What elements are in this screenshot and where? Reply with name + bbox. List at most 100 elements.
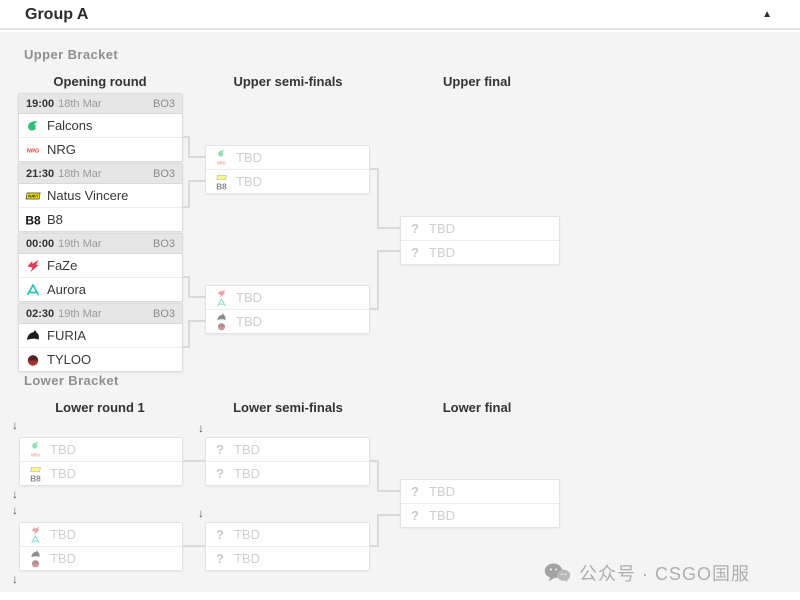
match-card-lower-final: ? TBD ? TBD bbox=[400, 479, 560, 528]
team-name: NRG bbox=[47, 142, 76, 157]
slot-label: TBD bbox=[50, 551, 76, 566]
tbd-slot: TBD bbox=[20, 523, 182, 547]
slot-label: TBD bbox=[234, 466, 260, 481]
collapse-caret-icon[interactable]: ▲ bbox=[762, 9, 772, 20]
match-header: 21:30 18th Mar BO3 bbox=[19, 164, 182, 184]
match-card-opening-1[interactable]: 19:00 18th Mar BO3 Falcons NRG NRG bbox=[18, 93, 183, 162]
tbd-slot: TBD bbox=[206, 310, 369, 333]
faze-icon bbox=[30, 525, 41, 536]
unknown-team-icon: ? bbox=[411, 245, 419, 260]
tbd-slot: B8 TBD bbox=[206, 170, 369, 193]
loser-drop-arrow-icon: ↓ bbox=[12, 572, 18, 586]
svg-text:B8: B8 bbox=[25, 213, 41, 227]
faze-icon bbox=[25, 258, 41, 274]
match-time: 19:00 bbox=[26, 97, 55, 110]
navi-icon: NAVI bbox=[25, 188, 41, 204]
tyloo-icon bbox=[216, 321, 227, 332]
loser-drop-arrow-icon: ↓ bbox=[12, 418, 18, 432]
match-card-lower-round1-1: NRG TBD B8 TBD bbox=[19, 437, 183, 486]
navi-icon bbox=[29, 464, 41, 475]
loser-drop-arrow-icon: ↓ bbox=[12, 487, 18, 501]
team-row: NRG NRG bbox=[19, 138, 182, 161]
match-time: 02:30 bbox=[26, 307, 55, 320]
tbd-slot: ? TBD bbox=[206, 438, 369, 462]
b8-icon: B8 bbox=[25, 212, 41, 228]
team-name: B8 bbox=[47, 212, 63, 227]
b8-icon: B8 bbox=[30, 473, 41, 484]
match-card-opening-3[interactable]: 00:00 19th Mar BO3 FaZe Aurora bbox=[18, 233, 183, 302]
faze-icon bbox=[216, 288, 227, 299]
team-name: FaZe bbox=[47, 258, 78, 273]
falcons-icon bbox=[216, 148, 227, 159]
slot-label: TBD bbox=[236, 174, 262, 189]
watermark: 公众号 · CSGO国服 bbox=[543, 560, 750, 586]
match-header: 00:00 19th Mar BO3 bbox=[19, 234, 182, 254]
candidate-logos: B8 bbox=[212, 173, 230, 191]
furia-icon bbox=[30, 549, 41, 560]
match-card-opening-4[interactable]: 02:30 19th Mar BO3 FURIA TYLOO bbox=[18, 303, 183, 372]
tbd-slot: ? TBD bbox=[206, 523, 369, 547]
match-format: BO3 bbox=[152, 307, 175, 320]
match-card-upper-final: ? TBD ? TBD bbox=[400, 216, 560, 265]
unknown-team-icon: ? bbox=[216, 442, 224, 457]
slot-label: TBD bbox=[236, 314, 262, 329]
svg-text:B8: B8 bbox=[30, 474, 41, 483]
team-name: Natus Vincere bbox=[47, 188, 129, 203]
loser-drop-arrow-icon: ↓ bbox=[198, 421, 204, 435]
slot-label: TBD bbox=[236, 150, 262, 165]
svg-text:NRG: NRG bbox=[216, 160, 226, 165]
column-header-lower-final: Lower final bbox=[442, 400, 512, 415]
svg-text:NAVI: NAVI bbox=[28, 193, 39, 198]
slot-label: TBD bbox=[50, 466, 76, 481]
match-header: 02:30 19th Mar BO3 bbox=[19, 304, 182, 324]
match-format: BO3 bbox=[152, 237, 175, 250]
navi-icon bbox=[215, 172, 227, 183]
nrg-icon: NRG bbox=[25, 142, 41, 158]
candidate-logos: NRG bbox=[212, 149, 230, 167]
match-card-opening-2[interactable]: 21:30 18th Mar BO3 NAVI Natus Vincere B8… bbox=[18, 163, 183, 232]
aurora-icon bbox=[216, 297, 227, 308]
match-card-upper-semi-1: NRG TBD B8 TBD bbox=[205, 145, 370, 194]
unknown-team-icon: ? bbox=[216, 551, 224, 566]
team-row: TYLOO bbox=[19, 348, 182, 371]
match-time: 21:30 bbox=[26, 167, 55, 180]
slot-label: TBD bbox=[50, 442, 76, 457]
unknown-team-icon: ? bbox=[216, 527, 224, 542]
tbd-slot: ? TBD bbox=[401, 241, 559, 264]
match-date: 18th Mar bbox=[58, 167, 102, 180]
tbd-slot: ? TBD bbox=[206, 547, 369, 570]
loser-drop-arrow-icon: ↓ bbox=[198, 506, 204, 520]
slot-label: TBD bbox=[234, 527, 260, 542]
candidate-logos: B8 bbox=[26, 465, 44, 483]
match-header: 19:00 18th Mar BO3 bbox=[19, 94, 182, 114]
team-row: NAVI Natus Vincere bbox=[19, 184, 182, 208]
match-format: BO3 bbox=[152, 97, 175, 110]
unknown-team-icon: ? bbox=[411, 508, 419, 523]
match-card-lower-semi-1: ? TBD ? TBD bbox=[205, 437, 370, 486]
slot-label: TBD bbox=[234, 551, 260, 566]
tbd-slot: NRG TBD bbox=[206, 146, 369, 170]
nrg-icon: NRG bbox=[216, 157, 227, 168]
column-header-upper-final: Upper final bbox=[443, 74, 511, 89]
watermark-text: 公众号 · CSGO国服 bbox=[579, 564, 751, 584]
match-card-lower-semi-2: ? TBD ? TBD bbox=[205, 522, 370, 571]
tbd-slot: B8 TBD bbox=[20, 462, 182, 485]
candidate-logos bbox=[212, 312, 230, 332]
candidate-logos bbox=[212, 288, 230, 308]
column-header-opening-round: Opening round bbox=[53, 74, 147, 89]
tbd-slot: ? TBD bbox=[206, 462, 369, 485]
svg-text:B8: B8 bbox=[216, 182, 227, 191]
svg-text:NRG: NRG bbox=[27, 148, 40, 154]
b8-icon: B8 bbox=[216, 181, 227, 192]
tbd-slot: ? TBD bbox=[401, 217, 559, 241]
slot-label: TBD bbox=[429, 245, 455, 260]
furia-icon bbox=[216, 312, 227, 323]
match-date: 19th Mar bbox=[58, 307, 102, 320]
team-row: B8 B8 bbox=[19, 208, 182, 231]
unknown-team-icon: ? bbox=[411, 221, 419, 236]
team-row: FaZe bbox=[19, 254, 182, 278]
column-header-lower-semifinals: Lower semi-finals bbox=[233, 400, 343, 415]
tbd-slot: ? TBD bbox=[401, 480, 559, 504]
tbd-slot: TBD bbox=[206, 286, 369, 310]
match-card-lower-round1-2: TBD TBD bbox=[19, 522, 183, 571]
